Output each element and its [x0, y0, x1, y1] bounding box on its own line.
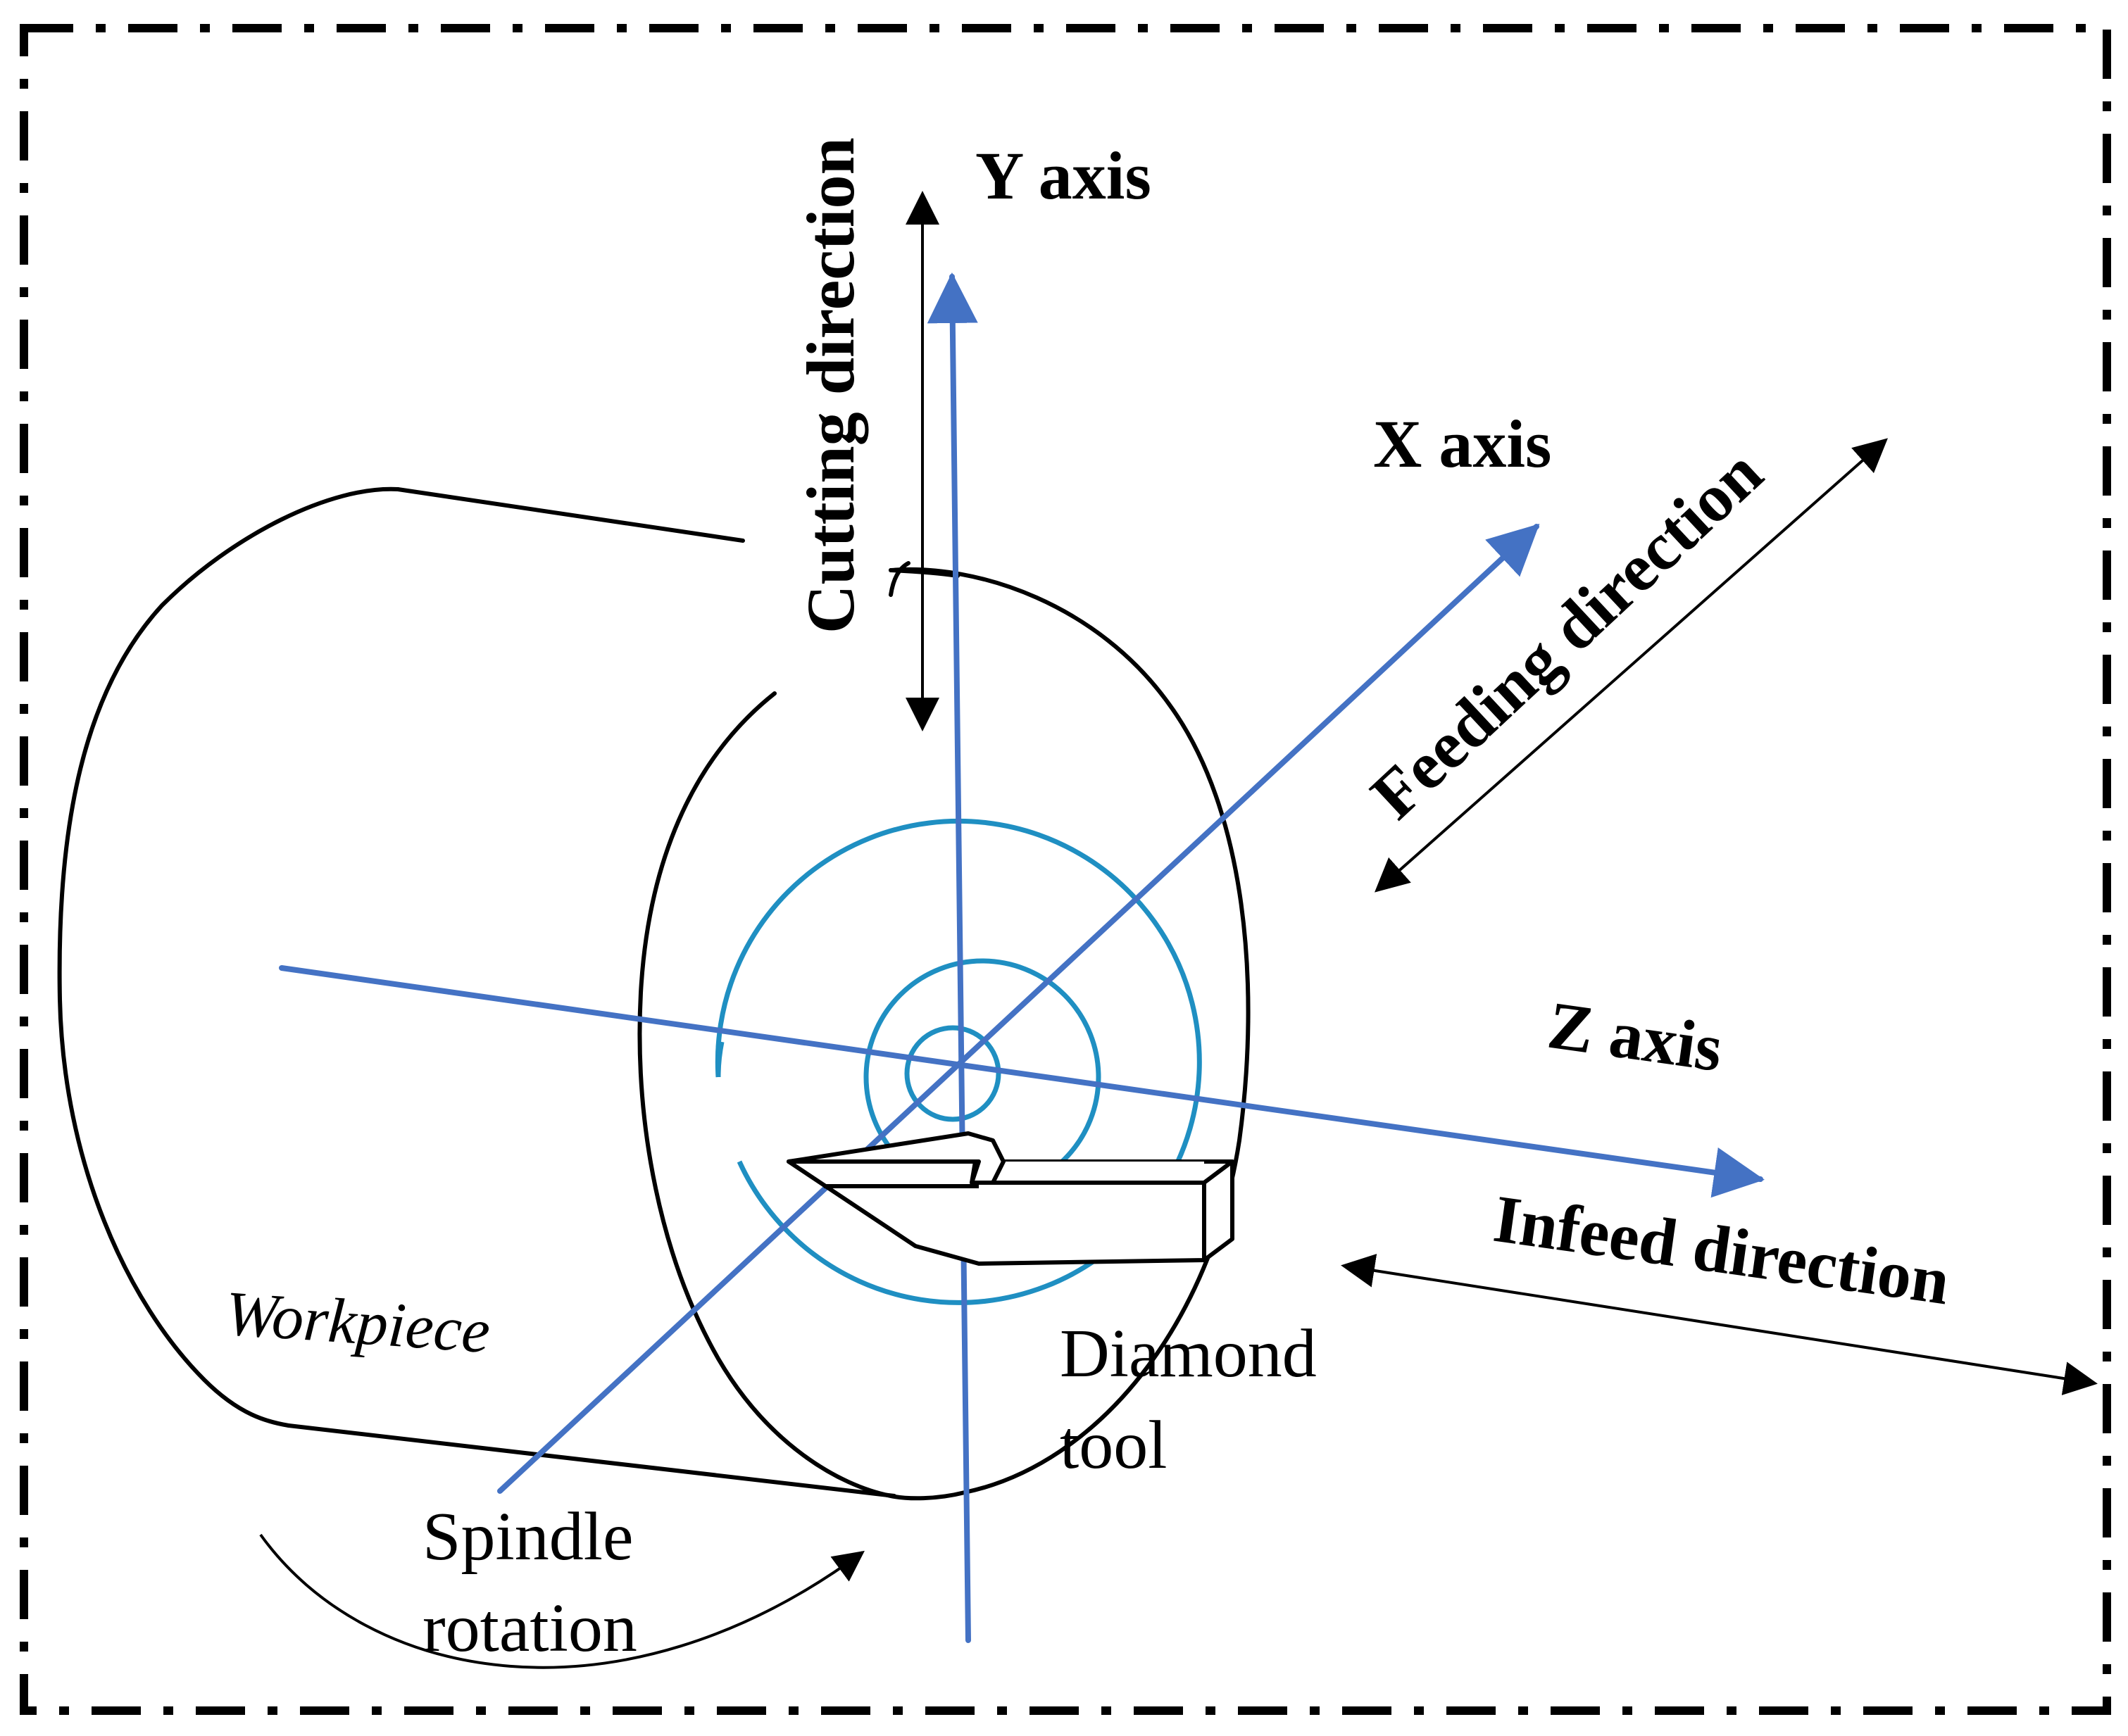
- x-axis-line: [497, 523, 1540, 1494]
- direction-arrows: [259, 191, 2098, 1669]
- feeding-direction-arrow: [1375, 438, 1888, 893]
- z-axis-line: [279, 965, 1765, 1198]
- spindle-rotation-arrow: [259, 1533, 865, 1669]
- spiral-outer-tail: [715, 1041, 725, 1078]
- spiral-outer: [715, 818, 1202, 1305]
- y-axis-label: Y axis: [975, 138, 1151, 213]
- workpiece-back-edge: [57, 486, 400, 1428]
- spindle-rotation-label-line1: Spindle: [423, 1499, 633, 1575]
- x-axis-label: X axis: [1373, 406, 1551, 482]
- tool-shank-end: [1202, 1159, 1234, 1262]
- diamond-tool: [787, 1131, 1234, 1266]
- workpiece-top-edge: [396, 487, 745, 543]
- spiral-inner-ring: [904, 1025, 1001, 1122]
- tool-tip: [787, 1131, 1006, 1185]
- y-axis-line: [927, 272, 978, 1643]
- dash-dot-border: [20, 24, 2111, 1715]
- spindle-rotation-label-line2: rotation: [423, 1590, 637, 1666]
- cutting-direction-label: Cutting direction: [793, 137, 868, 634]
- infeed-direction-arrow: [1341, 1254, 2098, 1395]
- coordinate-axes: [279, 272, 1765, 1643]
- diamond-tool-label-line1: Diamond: [1060, 1316, 1317, 1392]
- workpiece-bottom-edge: [287, 1423, 896, 1498]
- diamond-tool-label-line2: tool: [1060, 1407, 1167, 1483]
